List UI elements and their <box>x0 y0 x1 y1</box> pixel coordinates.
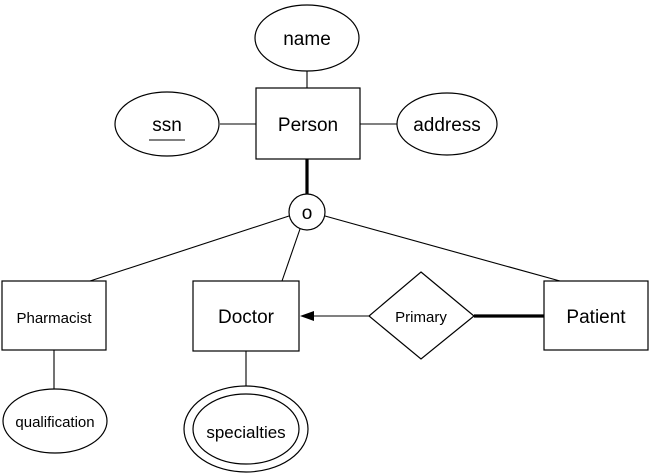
attribute-address: address <box>396 92 498 156</box>
attribute-ssn-label: ssn <box>152 115 182 136</box>
entity-pharmacist-label: Pharmacist <box>16 310 92 327</box>
attribute-ssn: ssn <box>114 91 220 157</box>
relationship-primary-label: Primary <box>395 309 447 326</box>
entity-person: Person <box>255 87 361 160</box>
specialization-pharmacist-line <box>89 215 290 282</box>
arrowhead-icon <box>300 311 314 321</box>
entity-doctor-label: Doctor <box>218 307 275 328</box>
relationship-primary: Primary <box>368 271 475 360</box>
connector-lines <box>53 70 561 389</box>
attribute-address-label: address <box>413 115 481 136</box>
specialization-symbol: o <box>302 203 313 224</box>
attribute-name-label: name <box>283 29 331 50</box>
attribute-specialties: specialties <box>183 385 309 473</box>
attribute-specialties-label: specialties <box>206 423 285 442</box>
attribute-name: name <box>254 4 360 72</box>
specialization-doctor-line <box>281 228 301 282</box>
entity-pharmacist: Pharmacist <box>1 280 107 351</box>
attribute-qualification-label: qualification <box>15 414 94 431</box>
entity-person-label: Person <box>278 115 338 136</box>
entity-patient: Patient <box>543 280 649 351</box>
entity-patient-label: Patient <box>566 307 626 328</box>
entity-doctor: Doctor <box>192 280 300 352</box>
attribute-qualification: qualification <box>2 388 108 454</box>
specialization-circle: o <box>288 193 326 231</box>
specialization-patient-line <box>324 215 561 282</box>
